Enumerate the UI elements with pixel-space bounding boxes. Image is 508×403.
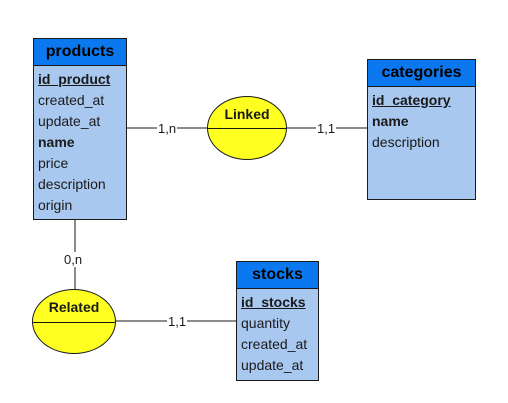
- field-name: name: [38, 134, 75, 150]
- entity-products[interactable]: products id_product created_at update_at…: [33, 38, 127, 220]
- field-id-stocks: id_stocks: [241, 294, 306, 310]
- entity-products-title: products: [34, 39, 126, 66]
- cardinality-products-related: 0,n: [63, 252, 84, 267]
- association-related-label: Related: [48, 299, 100, 315]
- field-id-product: id_product: [38, 71, 111, 87]
- field-created-at: created_at: [38, 92, 105, 108]
- field-update-at: update_at: [241, 357, 304, 373]
- entity-stocks-title: stocks: [237, 262, 318, 289]
- field-id-category: id_category: [372, 92, 451, 108]
- field-price: price: [38, 155, 69, 171]
- field-update-at: update_at: [38, 113, 101, 129]
- association-divider: [208, 128, 286, 129]
- cardinality-products-linked: 1,n: [157, 121, 178, 136]
- field-description: description: [372, 134, 440, 150]
- field-name: name: [372, 113, 409, 129]
- field-created-at: created_at: [241, 336, 308, 352]
- field-description: description: [38, 176, 106, 192]
- entity-stocks[interactable]: stocks id_stocks quantity created_at upd…: [236, 261, 319, 381]
- entity-categories[interactable]: categories id_category name description: [367, 59, 476, 200]
- association-divider: [33, 321, 115, 323]
- association-related[interactable]: Related: [32, 289, 116, 354]
- entity-categories-title: categories: [368, 60, 475, 87]
- cardinality-categories-linked: 1,1: [316, 121, 337, 136]
- association-linked[interactable]: Linked: [207, 96, 287, 160]
- association-linked-label: Linked: [224, 106, 270, 122]
- field-quantity: quantity: [241, 315, 291, 331]
- field-origin: origin: [38, 197, 73, 213]
- cardinality-stocks-related: 1,1: [167, 314, 188, 329]
